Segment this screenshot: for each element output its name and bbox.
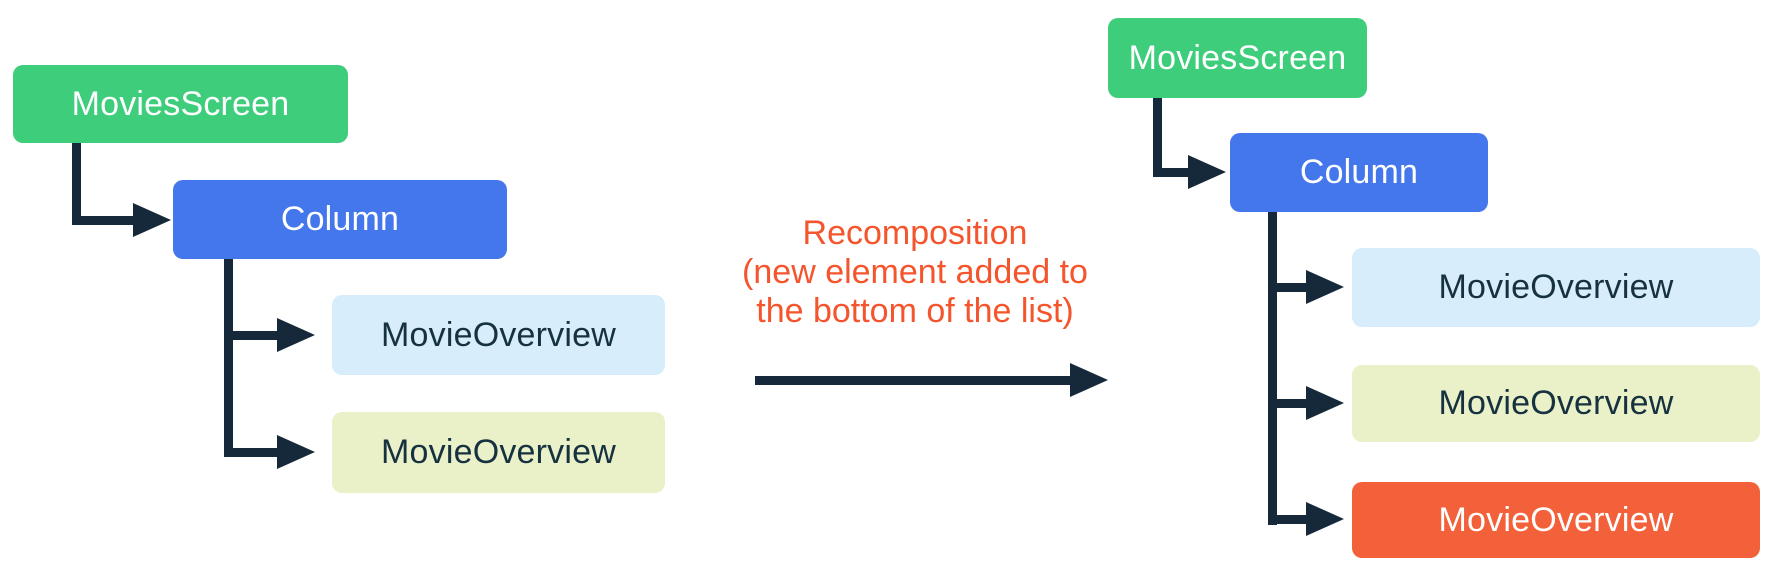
connector-branch-2-before [224, 448, 280, 457]
node-movieoverview-1-before: MovieOverview [332, 295, 665, 375]
node-column-before: Column [173, 180, 507, 259]
connector-branch-1-after [1268, 283, 1312, 292]
arrowhead-icon [277, 435, 315, 469]
node-movieoverview-3-after-new: MovieOverview [1352, 482, 1760, 558]
connector-column-trunk-before [224, 259, 233, 457]
connector-root-to-column-horizontal [1153, 168, 1193, 177]
connector-column-trunk-after [1268, 212, 1277, 525]
connector-branch-2-after [1268, 399, 1312, 408]
caption-line-1: Recomposition [802, 214, 1028, 252]
recomposition-caption: Recomposition (new element added to the … [640, 214, 1190, 331]
arrowhead-icon [1306, 386, 1344, 420]
node-label: Column [280, 200, 400, 238]
node-movieoverview-2-before: MovieOverview [332, 412, 665, 493]
transition-arrow-line [755, 376, 1075, 385]
caption-line-3: the bottom of the list) [756, 292, 1074, 330]
arrowhead-icon [277, 318, 315, 352]
node-label: MoviesScreen [71, 84, 290, 123]
connector-branch-1-before [224, 331, 280, 340]
node-label: Column [1299, 153, 1419, 191]
node-moviesscreen-before: MoviesScreen [13, 65, 348, 143]
caption-line-2: (new element added to [742, 253, 1088, 291]
node-label: MovieOverview [1438, 384, 1674, 422]
node-column-after: Column [1230, 133, 1488, 212]
node-movieoverview-2-after: MovieOverview [1352, 365, 1760, 442]
node-label: MovieOverview [381, 315, 616, 354]
connector-root-to-column-vertical [72, 143, 81, 225]
node-label: MovieOverview [381, 433, 616, 471]
node-label: MovieOverview [1438, 500, 1674, 539]
arrowhead-icon [133, 203, 171, 237]
node-label: MoviesScreen [1128, 38, 1347, 77]
connector-root-to-column-horizontal [72, 216, 136, 225]
connector-branch-3-after [1268, 515, 1312, 524]
arrowhead-icon [1306, 270, 1344, 304]
connector-root-to-column-vertical [1153, 98, 1162, 177]
node-moviesscreen-after: MoviesScreen [1108, 18, 1367, 98]
node-movieoverview-1-after: MovieOverview [1352, 248, 1760, 327]
arrowhead-icon [1070, 363, 1108, 397]
arrowhead-icon [1306, 502, 1344, 536]
node-label: MovieOverview [1438, 268, 1674, 306]
arrowhead-icon [1188, 155, 1226, 189]
